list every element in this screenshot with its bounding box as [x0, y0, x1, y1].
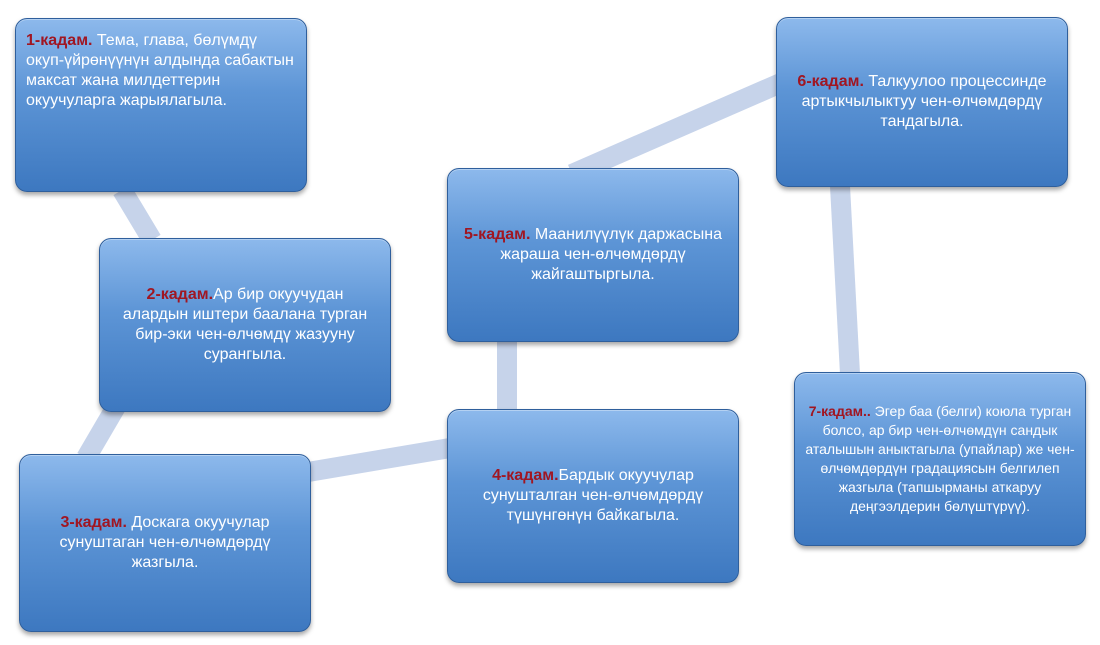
step-6-label: 6-кадам. — [797, 73, 864, 90]
step-5-body: Маанилүүлүк даржасына жараша чен-өлчөмдө… — [500, 226, 723, 283]
step-3-body: Доскага окуучулар сунуштаган чен-өлчөмдө… — [59, 514, 271, 571]
step-6-text: 6-кадам. Талкуулоо процессинде артыкчылы… — [789, 72, 1055, 132]
step-4-text: 4-кадам.Бардык окуучулар сунушталган чен… — [460, 466, 726, 526]
step-4-box: 4-кадам.Бардык окуучулар сунушталган чен… — [447, 409, 739, 583]
step-2-label: 2-кадам. — [146, 286, 214, 303]
step-3-box: 3-кадам. Доскага окуучулар сунуштаган че… — [19, 454, 311, 632]
step-2-text: 2-кадам.Ар бир окуучудан алардын иштери … — [112, 285, 378, 365]
connector-step6-step7 — [830, 185, 860, 375]
step-7-text: 7-кадам.. Эгер баа (белги) коюла турган … — [803, 402, 1077, 516]
step-5-box: 5-кадам. Маанилүүлүк даржасына жараша че… — [447, 168, 739, 342]
connector-step1-step2 — [113, 184, 161, 246]
connector-step2-step3 — [77, 399, 126, 464]
step-1-box: 1-кадам. Тема, глава, бөлүмдү окуп-үйрөн… — [15, 18, 307, 192]
connector-step5-step6 — [568, 72, 787, 184]
step-6-body: Талкуулоо процессинде артыкчылыктуу чен-… — [801, 73, 1047, 130]
step-2-box: 2-кадам.Ар бир окуучудан алардын иштери … — [99, 238, 391, 412]
step-3-label: 3-кадам. — [60, 514, 127, 531]
step-5-label: 5-кадам. — [463, 226, 531, 243]
step-1-label: 1-кадам. — [26, 32, 93, 49]
step-4-label: 4-кадам. — [492, 467, 559, 484]
step-7-label: 7-кадам.. — [808, 403, 871, 419]
step-1-body: Тема, глава, бөлүмдү окуп-үйрөнүүнүн алд… — [26, 32, 294, 109]
step-6-box: 6-кадам. Талкуулоо процессинде артыкчылы… — [776, 17, 1068, 187]
step-2-body: Ар бир окуучудан алардын иштери баалана … — [122, 286, 368, 363]
step-1-text: 1-кадам. Тема, глава, бөлүмдү окуп-үйрөн… — [26, 31, 296, 111]
connector-step3-step4 — [306, 438, 452, 482]
step-5-text: 5-кадам. Маанилүүлүк даржасына жараша че… — [460, 225, 726, 285]
step-7-box: 7-кадам.. Эгер баа (белги) коюла турган … — [794, 372, 1086, 546]
step-7-body: Эгер баа (белги) коюла турган болсо, ар … — [805, 403, 1075, 514]
step-3-text: 3-кадам. Доскага окуучулар сунуштаган че… — [32, 513, 298, 573]
step-4-body: Бардык окуучулар сунушталган чен-өлчөмдө… — [482, 467, 704, 524]
